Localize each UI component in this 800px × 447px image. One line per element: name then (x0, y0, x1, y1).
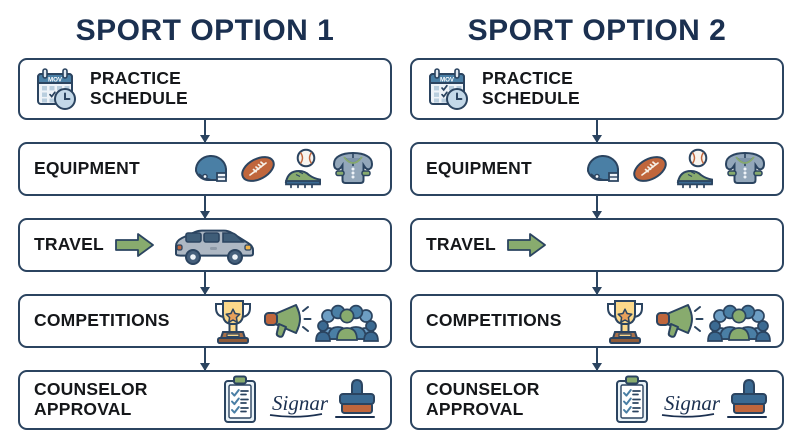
connector-2-3 (596, 272, 598, 294)
column-title-2: SPORT OPTION 2 (467, 14, 727, 47)
football-icon (628, 149, 672, 189)
step-label-counselor-approval-1: COUNSELOR APPROVAL (34, 379, 148, 419)
green-arrow-icon (114, 232, 156, 258)
shoulder-pads-icon (722, 148, 768, 190)
competitions-icon-group-1 (210, 297, 379, 345)
clipboard-checklist-icon (220, 375, 260, 425)
calendar-month-label: MOV (48, 76, 63, 83)
baseball-cleat-group (674, 148, 720, 190)
approval-icon-group-1: Signar (220, 374, 376, 426)
step-label-travel-1: TRAVEL (34, 234, 104, 255)
clipboard-checklist-icon (612, 375, 652, 425)
step-box-practice-schedule-2[interactable]: MOV PRACTICE SCHEDULE (410, 58, 784, 120)
connector-2-1 (596, 120, 598, 142)
football-icon (236, 149, 280, 189)
connector-1-1 (204, 120, 206, 142)
football-helmet-icon (582, 149, 626, 189)
sport-option-2-column: SPORT OPTION 2 MOV (402, 0, 792, 447)
step-box-competitions-1[interactable]: COMPETITIONS (18, 294, 392, 348)
step-box-travel-2[interactable]: TRAVEL (410, 218, 784, 272)
trophy-icon (210, 297, 256, 345)
calendar-month-label: MOV (440, 76, 455, 83)
column-title-1: SPORT OPTION 1 (75, 14, 335, 47)
sport-option-1-column: SPORT OPTION 1 MOV (10, 0, 400, 447)
step-box-practice-schedule-1[interactable]: MOV PRACTICE SCHEDULE (18, 58, 392, 120)
step-box-travel-1[interactable]: TRAVEL (18, 218, 392, 272)
megaphone-icon (654, 299, 704, 343)
connector-2-2 (596, 196, 598, 218)
step-box-counselor-approval-2[interactable]: COUNSELOR APPROVAL (410, 370, 784, 430)
step-box-equipment-2[interactable]: EQUIPMENT (410, 142, 784, 196)
step-label-competitions-2: COMPETITIONS (426, 310, 562, 331)
crowd-icon (707, 299, 771, 343)
equipment-icon-group-2 (582, 148, 768, 190)
step-label-competitions-1: COMPETITIONS (34, 310, 170, 331)
step-label-practice-schedule-1: PRACTICE SCHEDULE (90, 68, 188, 108)
connector-1-4 (204, 348, 206, 370)
connector-1-2 (204, 196, 206, 218)
step-label-equipment-1: EQUIPMENT (34, 158, 140, 179)
connector-2-4 (596, 348, 598, 370)
step-label-counselor-approval-2: COUNSELOR APPROVAL (426, 379, 540, 419)
connector-1-3 (204, 272, 206, 294)
approval-icon-group-2: Signar (612, 374, 768, 426)
signature-stamp-icon: Signar (264, 374, 376, 426)
step-label-travel-2: TRAVEL (426, 234, 496, 255)
baseball-cleat-group (282, 148, 328, 190)
step-box-counselor-approval-1[interactable]: COUNSELOR APPROVAL (18, 370, 392, 430)
shoulder-pads-icon (330, 148, 376, 190)
green-arrow-icon (506, 232, 548, 258)
step-label-practice-schedule-2: PRACTICE SCHEDULE (482, 68, 580, 108)
step-label-equipment-2: EQUIPMENT (426, 158, 532, 179)
megaphone-icon (262, 299, 312, 343)
calendar-clock-icon: MOV (32, 67, 78, 111)
step-box-competitions-2[interactable]: COMPETITIONS (410, 294, 784, 348)
calendar-clock-icon: MOV (424, 67, 470, 111)
signature-text: Signar (272, 391, 329, 415)
football-helmet-icon (190, 149, 234, 189)
competitions-icon-group-2 (602, 297, 771, 345)
signature-stamp-icon: Signar (656, 374, 768, 426)
equipment-icon-group-1 (190, 148, 376, 190)
crowd-icon (315, 299, 379, 343)
trophy-icon (602, 297, 648, 345)
signature-text: Signar (664, 391, 721, 415)
step-box-equipment-1[interactable]: EQUIPMENT (18, 142, 392, 196)
van-icon (172, 222, 258, 268)
